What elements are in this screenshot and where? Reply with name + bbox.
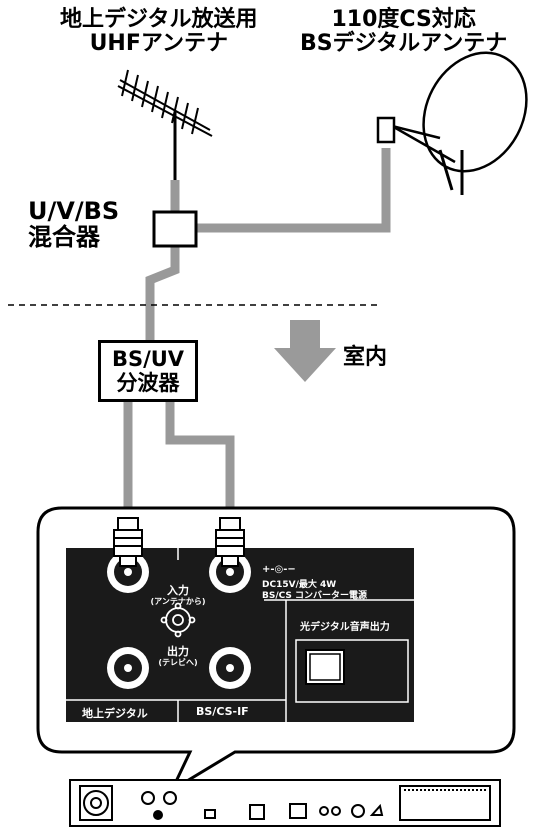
uhf-antenna-label-line2: UHFアンテナ: [89, 31, 228, 57]
bscs-if-label: BS/CS-IF: [196, 705, 249, 718]
splitter-box: BS/UV 分波器: [98, 340, 198, 402]
mixer-label-line1: U/V/BS: [28, 197, 120, 225]
dc-power-label-line2: BS/CS コンバーター電源: [262, 591, 368, 602]
terrestrial-label: 地上デジタル: [82, 707, 148, 720]
output-label: 出力 (テレビへ): [150, 645, 206, 668]
mixer-box: [152, 210, 198, 248]
dc-power-label: DC15V/最大 4W BS/CS コンバーター電源: [262, 580, 367, 603]
splitter-label-line2: 分波器: [116, 371, 180, 396]
output-label-line2: (テレビへ): [158, 658, 198, 668]
dc-power-label-line1: DC15V/最大 4W: [262, 580, 337, 590]
output-bscs-jack: [209, 647, 251, 689]
output-terrestrial-jack: [107, 647, 149, 689]
uhf-antenna-label-line1: 地上デジタル放送用: [60, 7, 258, 32]
input-label-line2: (アンテナから): [150, 597, 206, 607]
cable-plug-left: [113, 517, 143, 567]
optical-out-label: 光デジタル音声出力: [300, 622, 390, 633]
bs-antenna-label: 110度CS対応 BSデジタルアンテナ: [300, 7, 508, 57]
uhf-antenna-label: 地上デジタル放送用 UHFアンテナ: [60, 7, 258, 57]
splitter-label-line1: BS/UV: [111, 347, 185, 371]
bs-antenna-label-line1: 110度CS対応: [331, 7, 476, 32]
uhf-antenna-icon: [117, 69, 213, 180]
down-arrow-icon: [274, 320, 336, 382]
bs-dish-antenna-icon: [376, 51, 528, 195]
gear-symbol-icon: [160, 602, 196, 638]
mixer-label-line2: 混合器: [28, 223, 100, 252]
recorder-device: [69, 779, 501, 827]
indoor-label: 室内: [343, 345, 388, 370]
bs-antenna-label-line2: BSデジタルアンテナ: [300, 31, 508, 57]
cable-plug-right: [215, 517, 245, 567]
output-label-line1: 出力: [167, 645, 189, 658]
input-label-line1: 入力: [167, 584, 189, 597]
cables: [123, 148, 391, 518]
input-label: 入力 (アンテナから): [150, 584, 206, 607]
dc-polarity-symbol: +-◎-−: [262, 564, 296, 575]
mixer-label: U/V/BS 混合器: [28, 198, 119, 251]
